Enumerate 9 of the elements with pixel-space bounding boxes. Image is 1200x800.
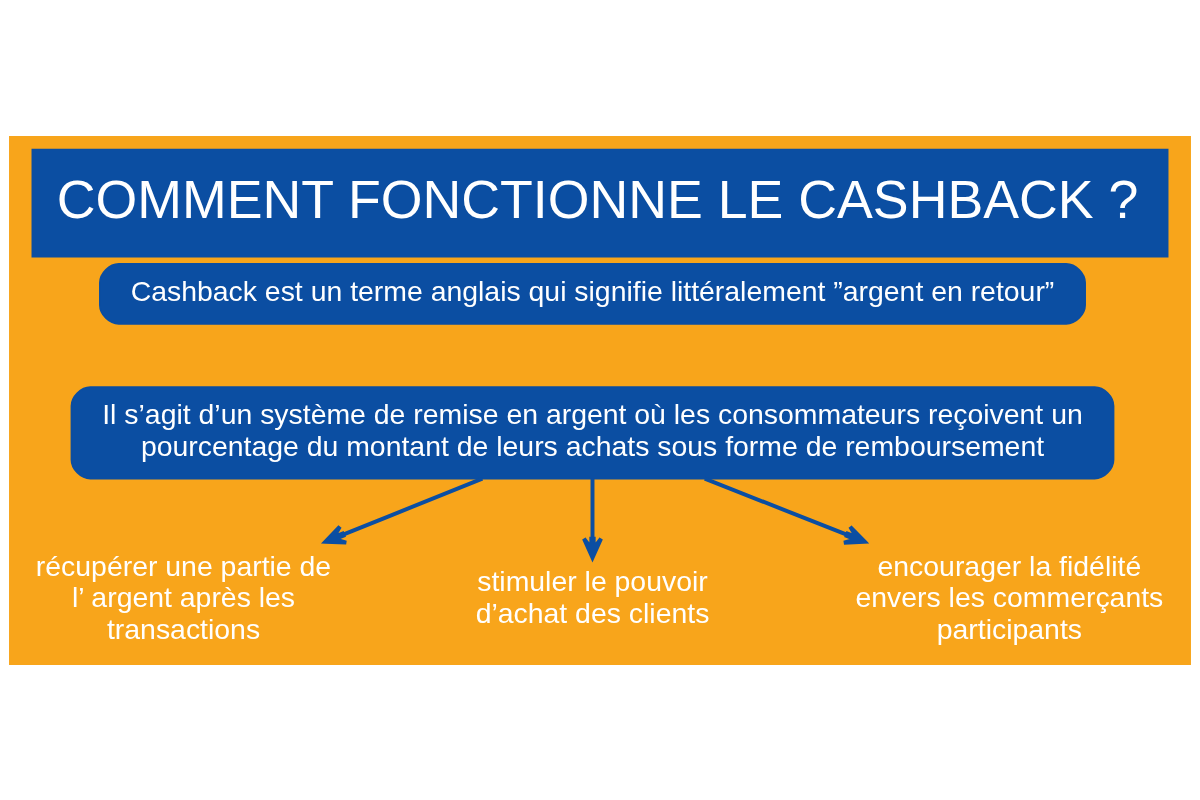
- arrow: [704, 476, 867, 545]
- node-text: stimuler le pouvoir d’achat des clients: [475, 564, 710, 629]
- node-box: Il s’agit d’un système de remise en argent où les consommateurs reçoivent un pourcentage du montant de leurs achats sous forme de remboursement: [70, 385, 1115, 479]
- node-box: Cashback est un terme anglais qui signifie littéralement ”argent en retour”: [99, 262, 1086, 325]
- arrow: [582, 478, 603, 560]
- node-text: encourager la fidélité envers les commerçants participants: [855, 549, 1164, 645]
- node-text: récupérer une partie de l’ argent après les transactions: [35, 549, 332, 645]
- arrow: [323, 476, 484, 544]
- diagram-title: COMMENT FONCTIONNE LE CASHBACK ?: [56, 168, 1139, 229]
